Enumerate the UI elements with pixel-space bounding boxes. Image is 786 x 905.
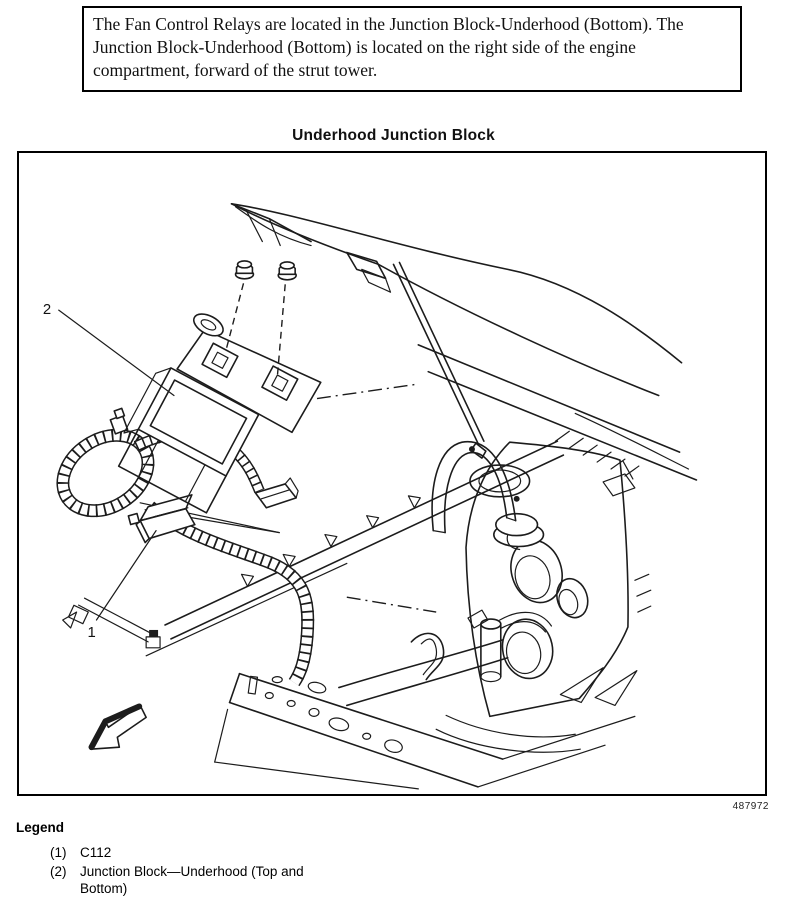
legend-item-1-label: C112 (80, 845, 112, 860)
pigtail-connector (254, 477, 299, 509)
legend: Legend (1) C112 (2) Junction Block—Under… (16, 820, 328, 899)
centerline-dashdot (316, 383, 415, 400)
figure-title: Underhood Junction Block (292, 127, 495, 144)
vertical-tube (467, 609, 553, 683)
frame-rail (214, 667, 638, 790)
figure-frame: 2 1 (17, 151, 767, 796)
junction-block (117, 313, 322, 514)
underhood-diagram: 2 1 (43, 203, 698, 790)
callout-1-label: 1 (88, 625, 96, 641)
cradle-arm (338, 639, 509, 707)
callout-2-label: 2 (43, 302, 51, 318)
legend-item-2: (2) Junction Block—Underhood (Top and Bo… (50, 863, 328, 897)
callout-1: 1 (88, 530, 157, 641)
connector-c112 (127, 494, 196, 544)
legend-item-1-index: (1) (50, 845, 67, 860)
reservoir-cap (468, 446, 545, 551)
legend-heading: Legend (16, 820, 65, 835)
hood-prop-rod (392, 261, 487, 459)
note-box: The Fan Control Relays are located in th… (82, 6, 742, 92)
cowl-channel (62, 440, 565, 657)
cowl-upper-lines (417, 344, 698, 497)
direction-arrow (88, 703, 147, 751)
figure-number: 487972 (732, 801, 769, 812)
mounting-nut-left (225, 260, 255, 349)
strap-arch (431, 440, 517, 534)
note-text: The Fan Control Relays are located in th… (93, 14, 684, 80)
legend-item-1: (1) C112 (50, 844, 328, 861)
hood-panel (230, 203, 690, 470)
mounting-nut-right (276, 261, 297, 378)
hood-hinge (346, 251, 392, 293)
callout-2: 2 (43, 302, 175, 397)
strut-tower-panel (465, 441, 652, 718)
s-hose (410, 632, 581, 753)
legend-item-2-label: Junction Block—Underhood (Top and Bottom… (80, 864, 304, 896)
centerline-dashdot-2 (346, 596, 437, 613)
legend-item-2-index: (2) (50, 864, 67, 879)
